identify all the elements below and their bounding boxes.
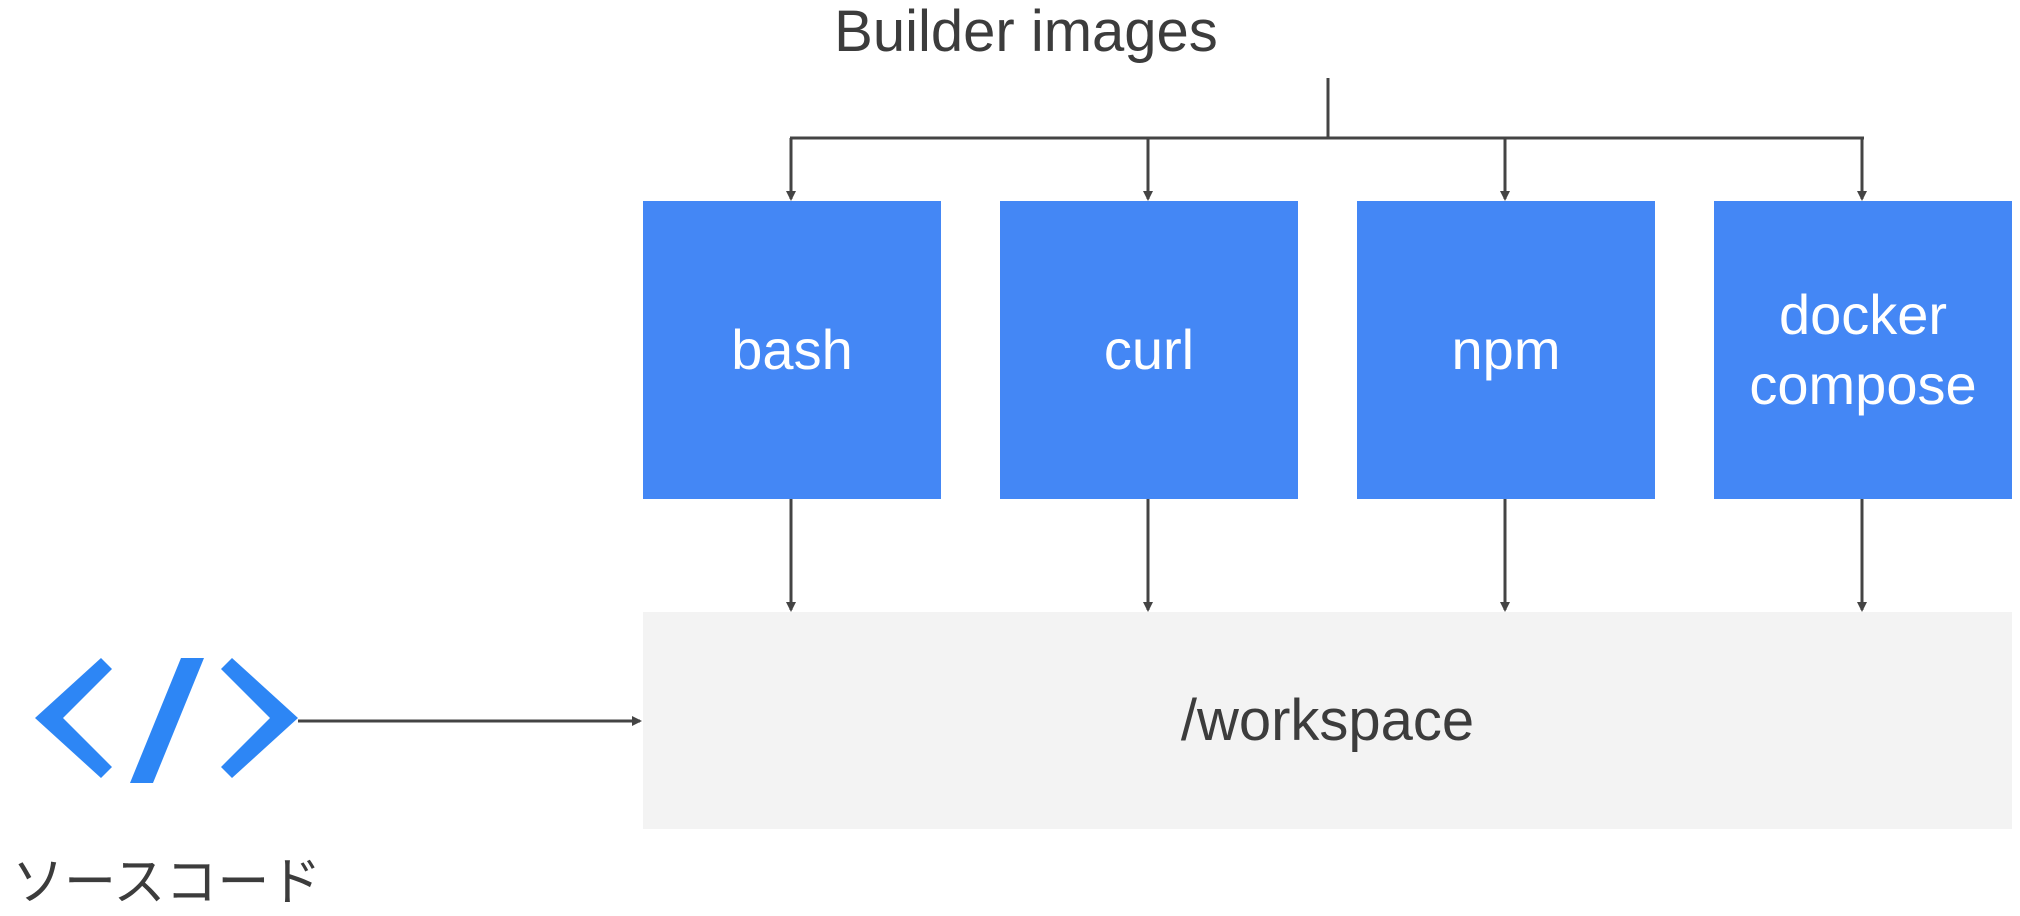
builder-box-npm: npm [1357, 201, 1655, 499]
builder-box-bash: bash [643, 201, 941, 499]
builder-label: curl [1103, 318, 1195, 381]
code-icon-right-bracket [221, 658, 298, 778]
builder-label: docker compose [1749, 283, 1977, 416]
code-icon-slash [130, 658, 204, 783]
source-code-label: ソースコード [12, 853, 322, 913]
builder-box-docker-compose: docker compose [1714, 201, 2012, 499]
builder-box-curl: curl [1000, 201, 1298, 499]
workspace-box: /workspace [643, 612, 2012, 829]
code-icon-left-bracket [35, 658, 112, 778]
code-icon [35, 658, 298, 783]
builder-label: npm [1451, 318, 1561, 381]
builder-label: bash [731, 318, 853, 381]
diagram-title: Builder images [834, 0, 1218, 64]
workspace-label: /workspace [1180, 688, 1475, 753]
